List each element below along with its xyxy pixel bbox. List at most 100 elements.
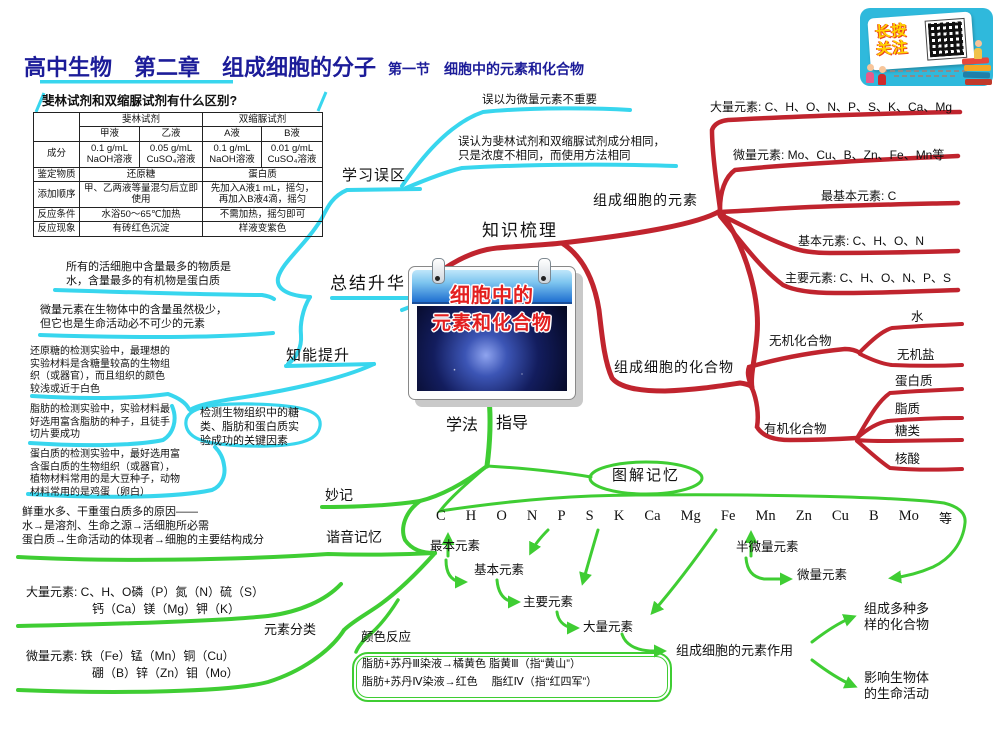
node-lipid: 脂质: [895, 402, 921, 416]
summary-note-2: 微量元素在生物体中的含量虽然极少， 但它也是生命活动必不可少的元素: [40, 304, 227, 330]
element-symbol: Ca: [644, 508, 661, 524]
table-title: 斐林试剂和双缩脲试剂有什么区别?: [42, 94, 238, 108]
col-header: A液: [202, 126, 262, 142]
cell-jianding-2: 蛋白质: [202, 166, 323, 182]
cell-photo: [417, 306, 567, 391]
person-icon: [878, 66, 886, 85]
flow-basic: 基本元素: [474, 563, 525, 577]
element-symbol: Cu: [831, 508, 849, 524]
badge-fineprint: [894, 75, 958, 77]
cell-tianjia-2: 先加入A液1 mL，摇匀， 再加入B液4滴，摇匀: [202, 180, 323, 208]
ability-note-sugar: 还原糖的检测实验中，最理想的 实验材料是含糖量较高的生物组 织（或器官），而且组…: [30, 346, 170, 395]
follow-cta: 长按 关注: [875, 22, 909, 59]
cell-xianxiang-2: 样液变紫色: [202, 221, 323, 237]
person-icon: [974, 40, 982, 59]
classify-major-line2: 钙（Ca）镁（Mg）钾（K）: [92, 602, 241, 616]
node-cell-elements: 组成细胞的元素: [593, 192, 698, 208]
element-symbol: Mn: [755, 508, 776, 524]
element-symbol: S: [585, 508, 594, 524]
node-color-reaction: 颜色反应: [361, 630, 412, 644]
element-symbol: K: [613, 508, 625, 524]
central-topic-title: 细胞中的 元素和化合物: [409, 279, 575, 335]
cta-line2: 关注: [875, 39, 910, 59]
node-element-classify: 元素分类: [264, 622, 317, 637]
table-corner-cell: [33, 112, 80, 142]
element-item: 最基本元素: C: [821, 189, 897, 203]
promo-card: 长按 关注: [867, 11, 975, 71]
book-icon: [965, 79, 992, 85]
node-salt: 无机盐: [897, 348, 935, 362]
element-symbol: B: [868, 508, 879, 524]
element-symbol: C: [436, 508, 446, 524]
classify-trace-line2: 硼（B）锌（Zn）钼（Mo）: [92, 666, 239, 680]
row-label: 反应条件: [33, 206, 80, 223]
element-item: 主要元素: C、H、O、N、P、S: [785, 271, 952, 285]
cell-xianxiang-1: 有砖红色沉淀: [79, 221, 203, 237]
element-symbol: N: [526, 508, 538, 524]
node-sugar: 糖类: [895, 424, 921, 438]
cell-chengfen-1: 0.1 g/mL NaOH溶液: [79, 140, 140, 168]
misconception-2: 误认为斐林试剂和双缩脲试剂成分相同， 只是浓度不相同，而使用方法相同: [458, 136, 665, 163]
page-title: 高中生物 第二章 组成细胞的分子: [24, 55, 377, 80]
cell-chengfen-2: 0.05 g/mL CuSO₄溶液: [139, 140, 203, 168]
col-header: B液: [261, 126, 323, 142]
flow-semi-trace: 半微量元素: [736, 540, 799, 554]
row-label: 添加顺序: [33, 180, 80, 208]
topic-line-2: 元素和化合物: [431, 313, 552, 334]
element-symbol: Mo: [898, 508, 919, 524]
classify-major-line1: 大量元素: C、H、O磷（P）氮（N）硫（S）: [26, 585, 265, 599]
element-symbol-row: C H O N P S K Ca Mg Fe Mn Zn Cu B Mo 等: [436, 508, 952, 527]
element-symbol: O: [496, 508, 507, 524]
topic-line-1: 细胞中的: [450, 285, 534, 307]
flow-main: 主要元素: [523, 595, 574, 609]
node-miaoji: 妙记: [325, 487, 353, 503]
branch-misconceptions: 学习误区: [342, 167, 407, 184]
element-symbol: Zn: [795, 508, 812, 524]
node-nucleic: 核酸: [895, 452, 921, 466]
summary-note-1: 所有的活细胞中含量最多的物质是 水，含量最多的有机物是蛋白质: [66, 261, 231, 287]
book-icon: [964, 65, 991, 71]
role-life-activity: 影响生物体 的生命活动: [864, 670, 930, 702]
ability-note-protein: 蛋白质的检测实验中，最好选用富 含蛋白质的生物组织（或器官）， 植物材料常用的是…: [30, 449, 180, 498]
ability-key-note: 检测生物组织中的糖 类、脂肪和蛋白质实 验成功的关键因素: [200, 407, 299, 447]
role-compounds: 组成多种多 样的化合物: [864, 601, 930, 633]
node-diagram-memory: 图解记忆: [611, 467, 680, 484]
central-topic-image: 细胞中的 元素和化合物: [408, 258, 576, 400]
ability-note-fat: 脂肪的检测实验中，实验材料最 好选用富含脂肪的种子，且徒手 切片要成功: [30, 404, 170, 440]
element-item: 基本元素: C、H、O、N: [798, 234, 925, 248]
col-header: 甲液: [79, 126, 140, 142]
branch-study-method-right: 指导: [496, 415, 529, 432]
node-water: 水: [911, 310, 924, 324]
book-icon: [962, 71, 991, 79]
flow-trace: 微量元素: [797, 568, 848, 582]
element-symbol: Mg: [680, 508, 701, 524]
cell-tiaojian-2: 不需加热，摇匀即可: [202, 206, 323, 223]
misconception-1: 误以为微量元素不重要: [482, 94, 597, 106]
node-xieyin: 谐音记忆: [326, 529, 382, 545]
badge-fineprint: [882, 70, 970, 72]
branch-study-method-left: 学法: [446, 417, 479, 434]
node-protein: 蛋白质: [895, 374, 933, 388]
promo-badge: 长按 关注: [860, 8, 993, 86]
node-organic: 有机化合物: [764, 422, 827, 436]
cell-chengfen-4: 0.01 g/mL CuSO₄溶液: [261, 140, 323, 168]
node-element-role: 组成细胞的元素作用: [676, 643, 794, 658]
cell-tiaojian-1: 水浴50～65℃加热: [79, 206, 203, 223]
branch-ability: 知能提升: [286, 347, 351, 364]
flow-most-basic: 最本元素: [430, 539, 481, 553]
element-symbol: H: [465, 508, 477, 524]
cell-jianding-1: 还原糖: [79, 166, 203, 182]
page-subtitle: 第一节 细胞中的元素和化合物: [388, 61, 584, 77]
cell-tianjia-1: 甲、乙两液等量混匀后立即使用: [79, 180, 203, 208]
branch-knowledge: 知识梳理: [482, 221, 558, 240]
element-item: 大量元素: C、H、O、N、P、S、K、Ca、Mg: [710, 100, 953, 114]
person-icon: [866, 64, 874, 83]
cell-chengfen-3: 0.1 g/mL NaOH溶液: [202, 140, 262, 168]
color-reaction-line1: 脂肪+苏丹Ⅲ染液→橘黄色 脂黄Ⅲ（指“黄山”）: [362, 658, 581, 670]
qr-code-icon: [924, 17, 968, 61]
mnemonic-note: 鲜重水多、干重蛋白质多的原因—— 水→是溶剂、生命之源→活细胞所必需 蛋白质→生…: [22, 506, 264, 546]
col-group-feiling: 斐林试剂: [79, 111, 203, 128]
classify-trace-line1: 微量元素: 铁（Fe）锰（Mn）铜（Cu）: [26, 649, 235, 663]
col-header: 乙液: [139, 126, 203, 142]
